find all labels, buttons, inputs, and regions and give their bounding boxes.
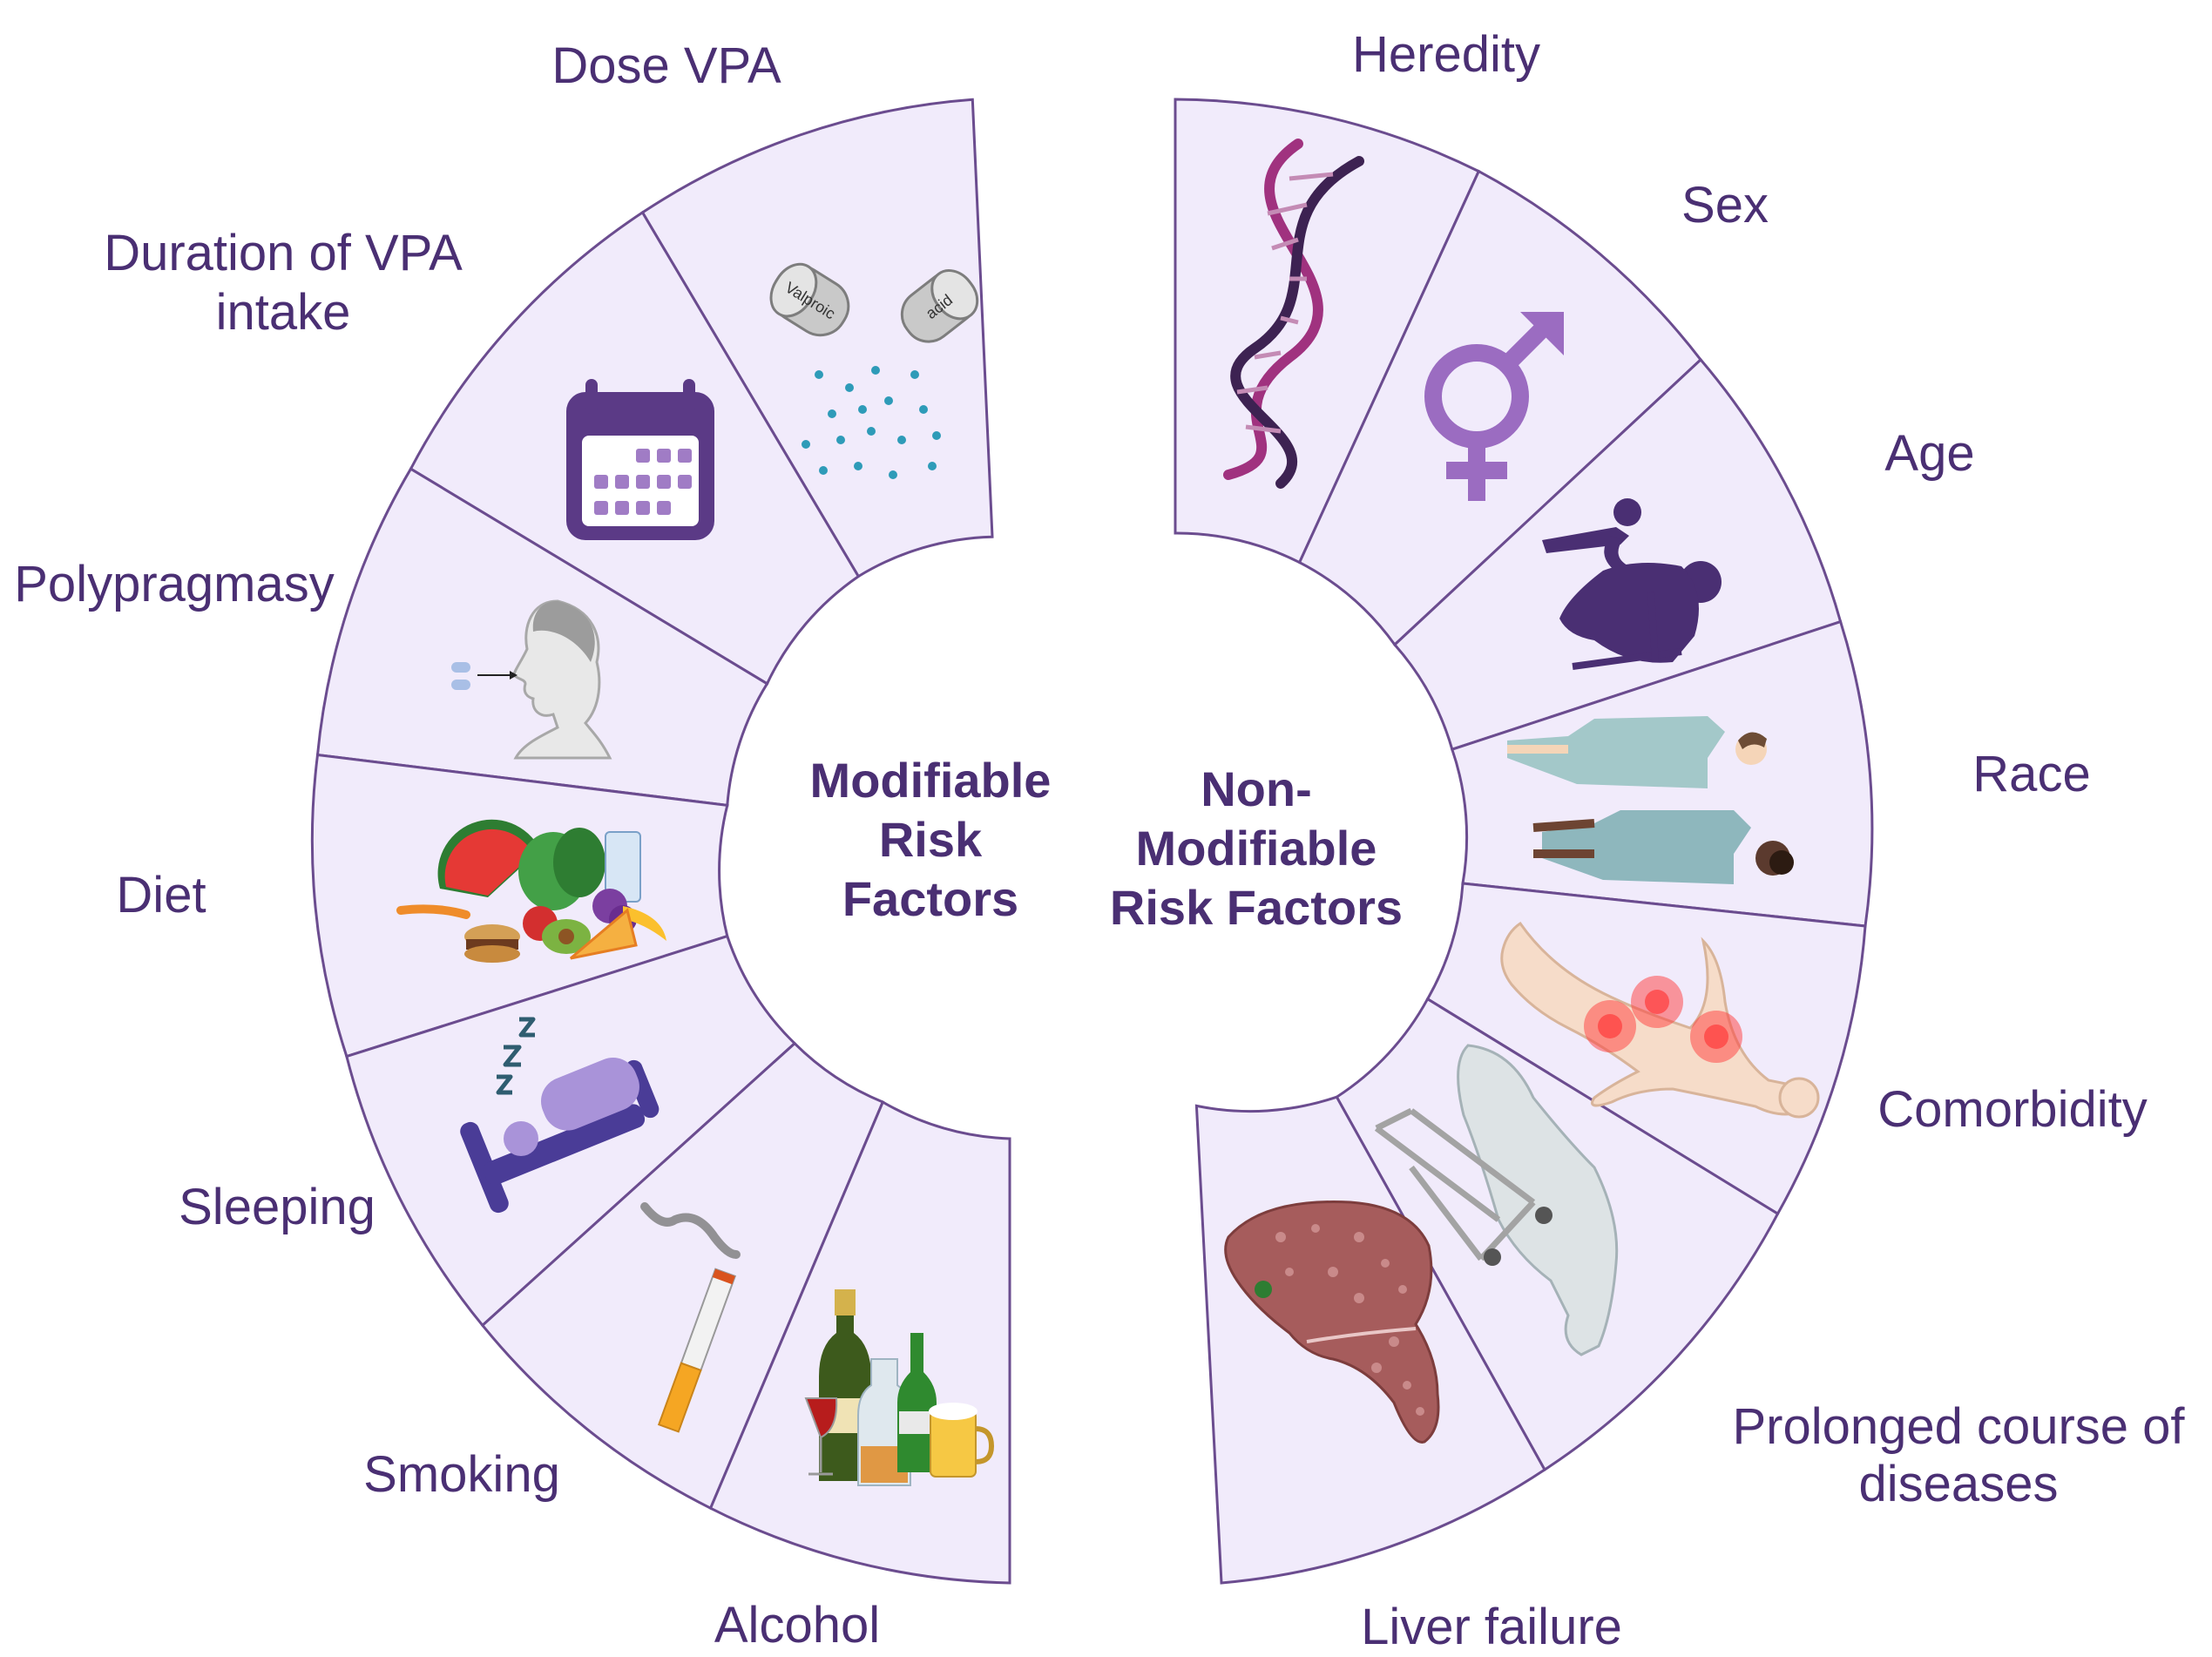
modifiable-title-line-2: Risk [879,812,983,867]
patient-walker-icon [1374,1044,1619,1356]
label-sex: Sex [1681,177,1769,233]
patients-race-icon [1507,716,1794,884]
food-icon [396,819,666,963]
label-duration-vpa-line-1: Duration of VPA [104,225,463,281]
label-diet: Diet [116,867,206,923]
modifiable-title-line-1: Modifiable [810,753,1052,808]
non-modifiable-title-line-2: Modifiable [1136,821,1377,876]
modifiable-title: Modifiable Risk Factors [810,753,1052,926]
valproic-acid-capsules-icon: Valproic acid [769,262,979,479]
non-modifiable-title-line-3: Risk Factors [1110,880,1403,935]
label-polypragmasy: Polypragmasy [14,556,334,612]
segment-dose-vpa [640,98,994,578]
label-alcohol: Alcohol [714,1597,880,1654]
calendar-icon [566,379,714,540]
body-pain-icon [1500,921,1820,1119]
person-taking-pills-icon [451,599,612,760]
label-sleeping: Sleeping [179,1179,375,1235]
modifiable-title-line-3: Factors [842,871,1018,926]
cigarette-icon [640,1202,741,1433]
alcohol-bottles-icon [804,1289,995,1486]
label-prolonged-line-1: Prolonged course of [1732,1398,2185,1455]
label-duration-vpa-line-2: intake [216,284,351,341]
segment-smoking [480,1041,885,1511]
elderly-person-icon [1542,498,1722,670]
segment-heredity [1174,98,1481,565]
label-comorbidity: Comorbidity [1877,1081,2147,1138]
label-prolonged-line-2: diseases [1859,1456,2059,1512]
label-age: Age [1884,425,1974,482]
non-modifiable-title-line-1: Non- [1201,761,1312,816]
label-race: Race [1972,746,2090,802]
label-heredity: Heredity [1352,26,1540,83]
dna-icon [1223,139,1364,489]
sleeping-bed-icon [460,1017,660,1214]
label-liver-failure: Liver failure [1361,1599,1622,1655]
label-dose-vpa: Dose VPA [551,37,781,94]
gender-symbol-icon [1424,312,1564,501]
liver-icon [1224,1200,1440,1444]
non-modifiable-title: Non- Modifiable Risk Factors [1110,761,1403,935]
label-smoking: Smoking [363,1446,560,1503]
segment-sex [1297,169,1703,647]
